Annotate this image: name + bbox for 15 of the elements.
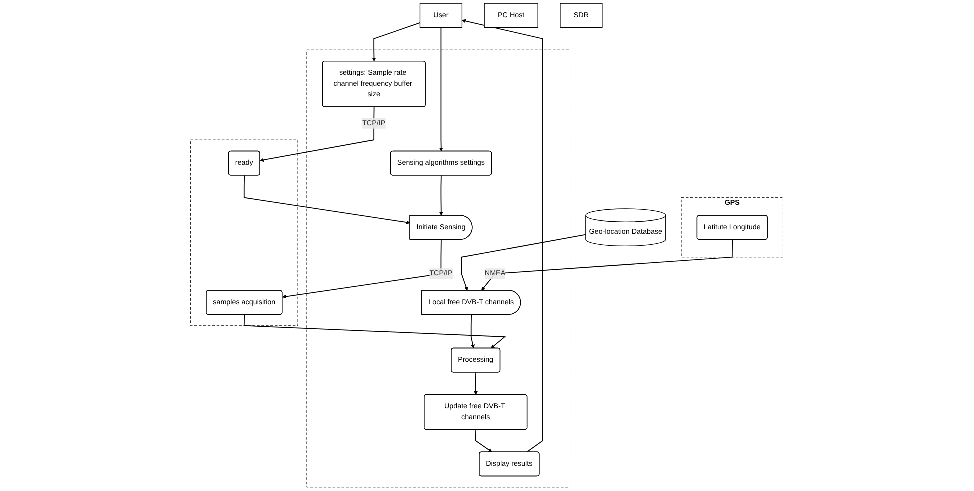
arrow	[474, 372, 478, 396]
arrow	[282, 239, 442, 299]
arrow	[260, 106, 375, 162]
arrow	[475, 429, 492, 452]
arrow	[244, 314, 506, 349]
arrow	[482, 239, 734, 291]
arrow	[439, 27, 444, 152]
cluster	[190, 140, 298, 326]
arrow	[244, 175, 410, 224]
arrow	[462, 19, 544, 453]
cluster	[306, 50, 570, 488]
arrow	[372, 22, 421, 62]
arrow	[470, 314, 475, 349]
arrow	[461, 234, 586, 291]
arrow	[439, 175, 444, 216]
